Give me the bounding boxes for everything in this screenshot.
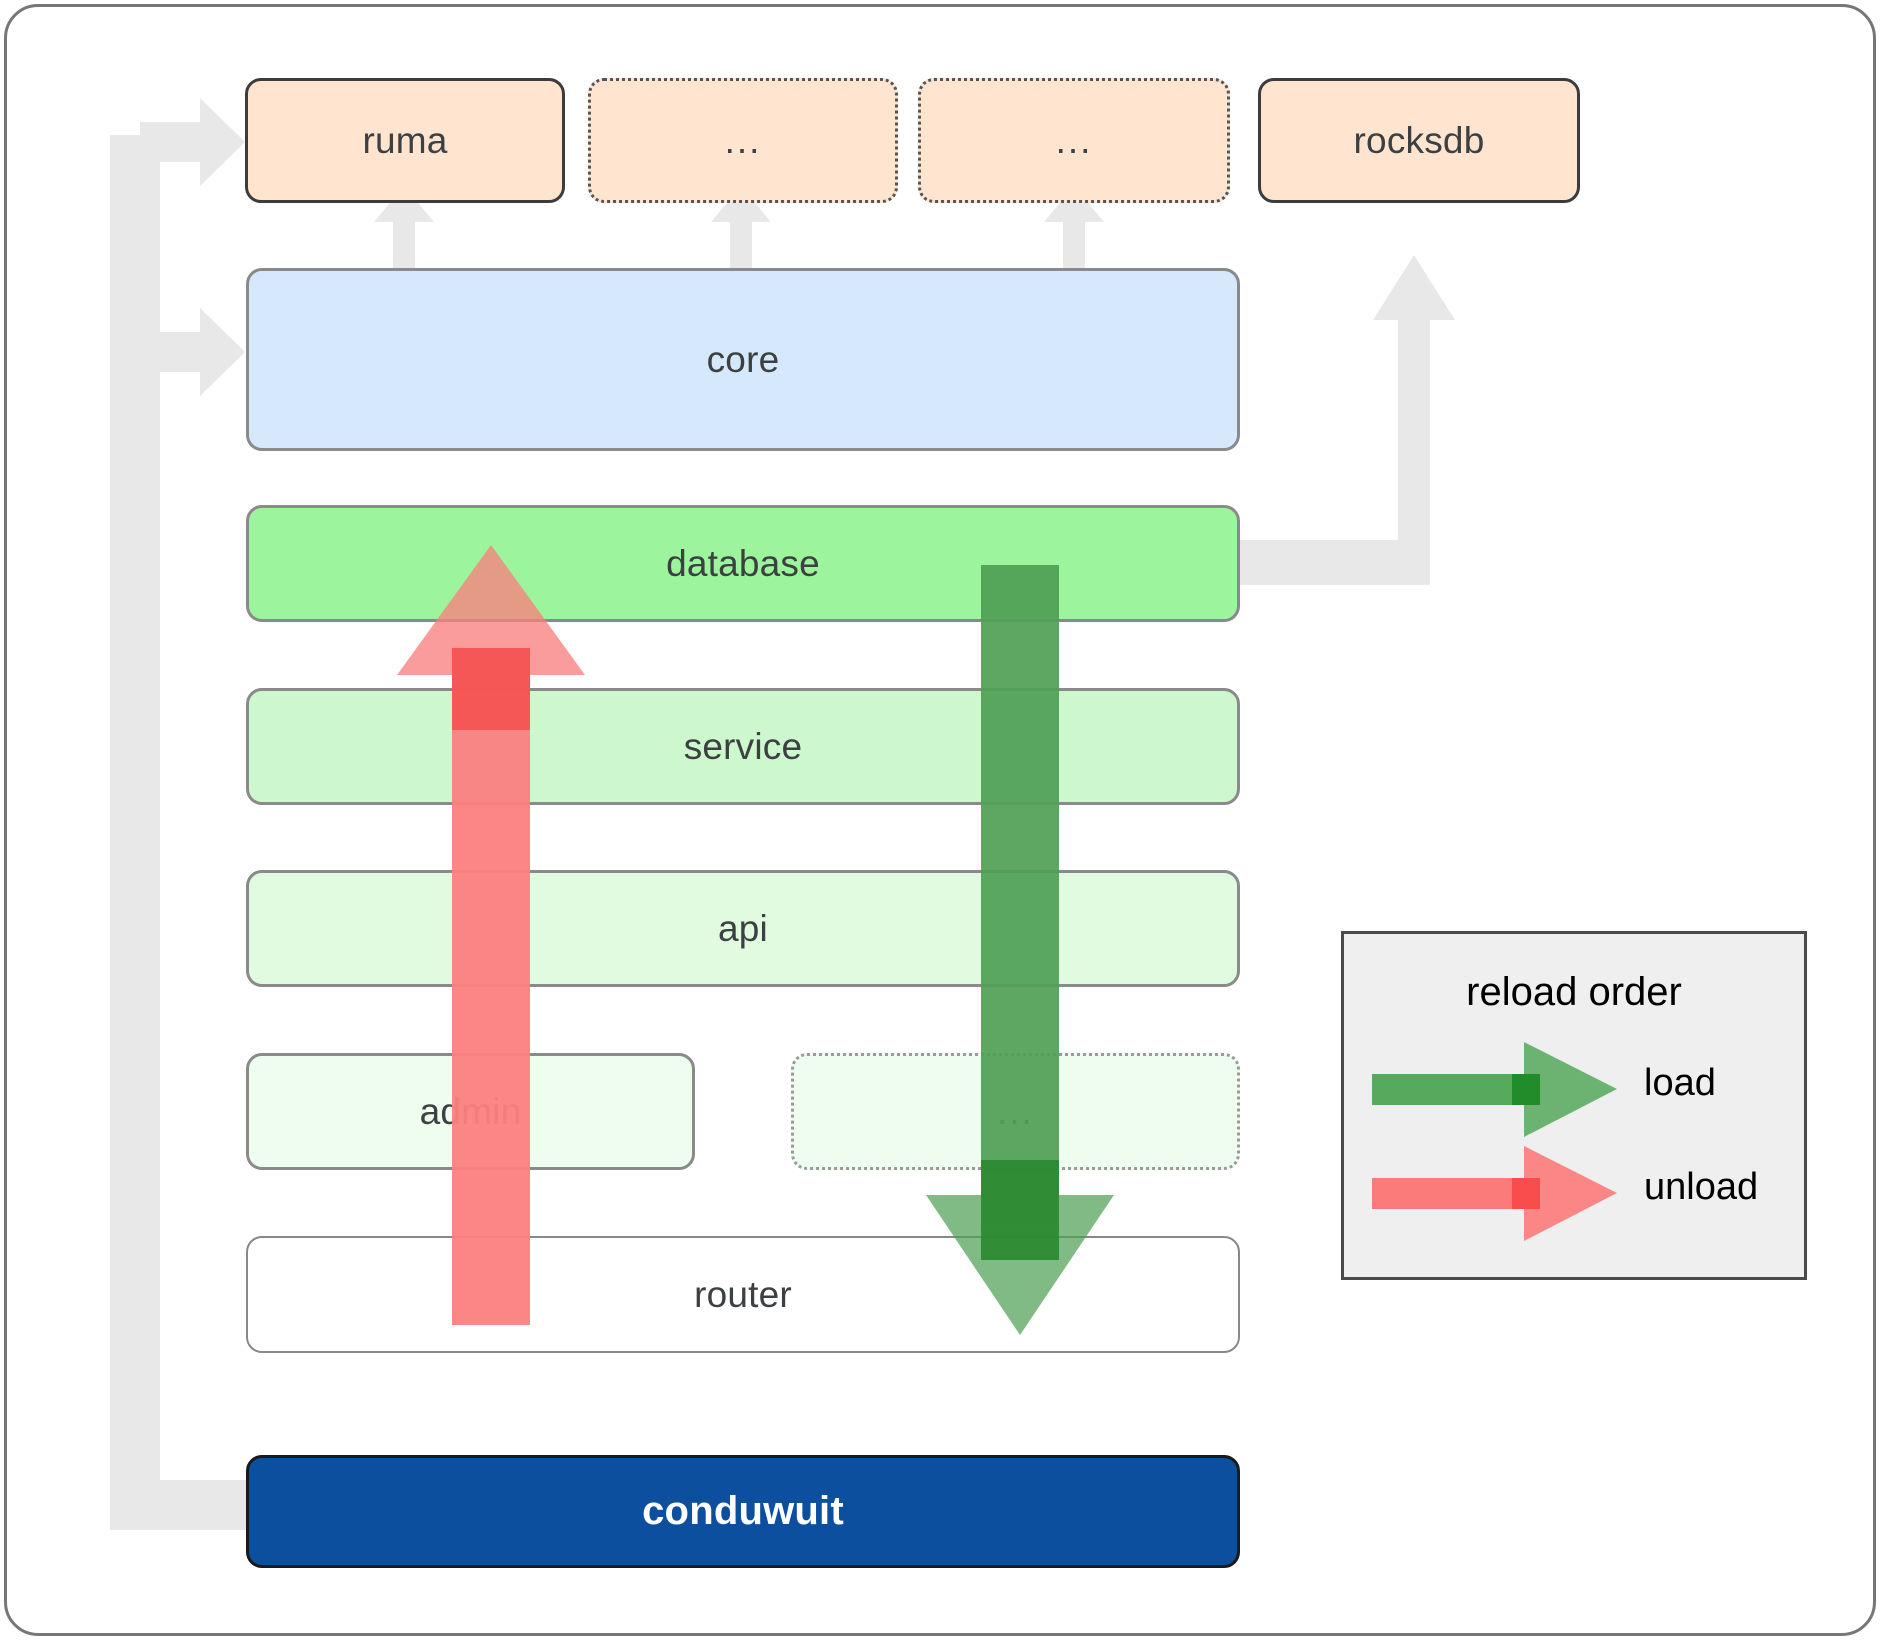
- dependency-box-placeholder-1[interactable]: ...: [588, 78, 898, 203]
- left-dependency-trunk: [110, 98, 250, 1530]
- load-flow-arrow: [926, 565, 1114, 1335]
- core-to-dependency-arrows: [374, 186, 1104, 270]
- dependency-box-placeholder-2-label: ...: [1055, 119, 1093, 161]
- legend-panel: reload order load unload: [1341, 931, 1807, 1280]
- stack-layer-core[interactable]: core: [246, 268, 1240, 451]
- stack-layer-service-label: service: [683, 725, 803, 767]
- unload-flow-arrow: [397, 545, 585, 1325]
- dependency-box-rocksdb-label: rocksdb: [1353, 119, 1485, 161]
- legend-load-arrow-icon: [1372, 1042, 1617, 1137]
- dependency-box-rocksdb[interactable]: rocksdb: [1258, 78, 1580, 203]
- dependency-box-ruma-label: ruma: [362, 119, 448, 161]
- legend-load-label: load: [1644, 1062, 1716, 1104]
- legend-unload-label: unload: [1644, 1166, 1759, 1208]
- dependency-box-ruma[interactable]: ruma: [245, 78, 565, 203]
- stack-layer-database-label: database: [666, 542, 820, 584]
- database-to-rocksdb-connector: [1240, 255, 1455, 585]
- stack-layer-router-label: router: [694, 1273, 792, 1315]
- stack-layer-service[interactable]: service: [246, 688, 1240, 805]
- stack-layer-api[interactable]: api: [246, 870, 1240, 987]
- binary-box-conduwuit[interactable]: conduwuit: [246, 1455, 1240, 1568]
- stack-layer-api-label: api: [718, 907, 768, 949]
- legend-title: reload order: [1466, 970, 1682, 1014]
- dependency-box-placeholder-1-label: ...: [724, 119, 762, 161]
- stack-layer-core-label: core: [706, 338, 780, 380]
- stack-layer-database[interactable]: database: [246, 505, 1240, 622]
- dependency-box-placeholder-2[interactable]: ...: [918, 78, 1230, 203]
- legend-unload-arrow-icon: [1372, 1146, 1617, 1241]
- binary-box-conduwuit-label: conduwuit: [642, 1489, 844, 1533]
- stack-layer-router[interactable]: router: [246, 1236, 1240, 1353]
